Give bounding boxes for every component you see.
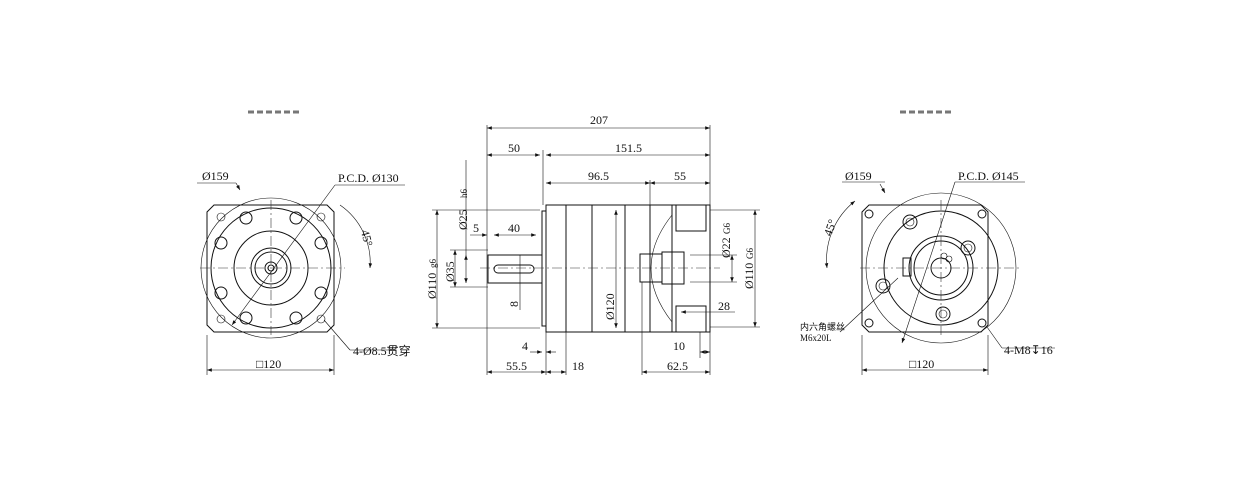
rear-pcd: P.C.D. Ø145 [958, 169, 1019, 183]
dim-35: Ø35 [443, 261, 457, 282]
input-pilot-tol: G6 [745, 248, 755, 259]
rear-holes: 4-M8↧16 [1004, 343, 1053, 357]
front-square: □120 [256, 357, 281, 371]
dim-151-5: 151.5 [615, 141, 642, 155]
dim-96-5: 96.5 [588, 169, 609, 183]
input-pilot: Ø110 [742, 263, 756, 289]
dim-50: 50 [508, 141, 520, 155]
input-bore-tol: G6 [722, 223, 732, 234]
pilot-tol: g6 [428, 259, 438, 269]
screw-note-1: 内六角螺丝 [800, 321, 845, 332]
dim-40: 40 [508, 221, 520, 235]
dim-62-5: 62.5 [667, 359, 688, 373]
rear-angle: 45° [821, 217, 840, 238]
rear-view [824, 181, 1055, 375]
dim-55-5: 55.5 [506, 359, 527, 373]
front-view [197, 182, 405, 375]
front-pcd: P.C.D. Ø130 [338, 171, 399, 185]
dim-55: 55 [674, 169, 686, 183]
dim-28: 28 [718, 299, 730, 313]
front-holes: 4-Ø8.5贯穿 [353, 343, 411, 358]
rear-square: □120 [909, 357, 934, 371]
rear-bolt-holes [875, 214, 976, 322]
screw-note-2: M6x20L [800, 333, 832, 343]
body-dia: Ø120 [603, 293, 617, 320]
dim-5: 5 [473, 221, 479, 235]
front-angle: 45° [358, 228, 376, 248]
mount-holes [216, 212, 326, 324]
dim-207: 207 [590, 113, 608, 127]
rear-dia-159: Ø159 [845, 169, 872, 183]
shaft-tol: h6 [459, 189, 469, 199]
shaft-dia: Ø25 [456, 209, 470, 230]
input-bore: Ø22 [719, 237, 733, 258]
key-width: 8 [507, 301, 521, 307]
rear-mount-holes [864, 209, 987, 328]
dim-10: 10 [673, 339, 685, 353]
dim-18: 18 [572, 359, 584, 373]
bolt-holes [214, 211, 328, 325]
side-view [432, 125, 760, 375]
dim-4: 4 [522, 339, 528, 353]
pilot-dia: Ø110 [425, 273, 439, 299]
front-dia-159: Ø159 [202, 169, 229, 183]
